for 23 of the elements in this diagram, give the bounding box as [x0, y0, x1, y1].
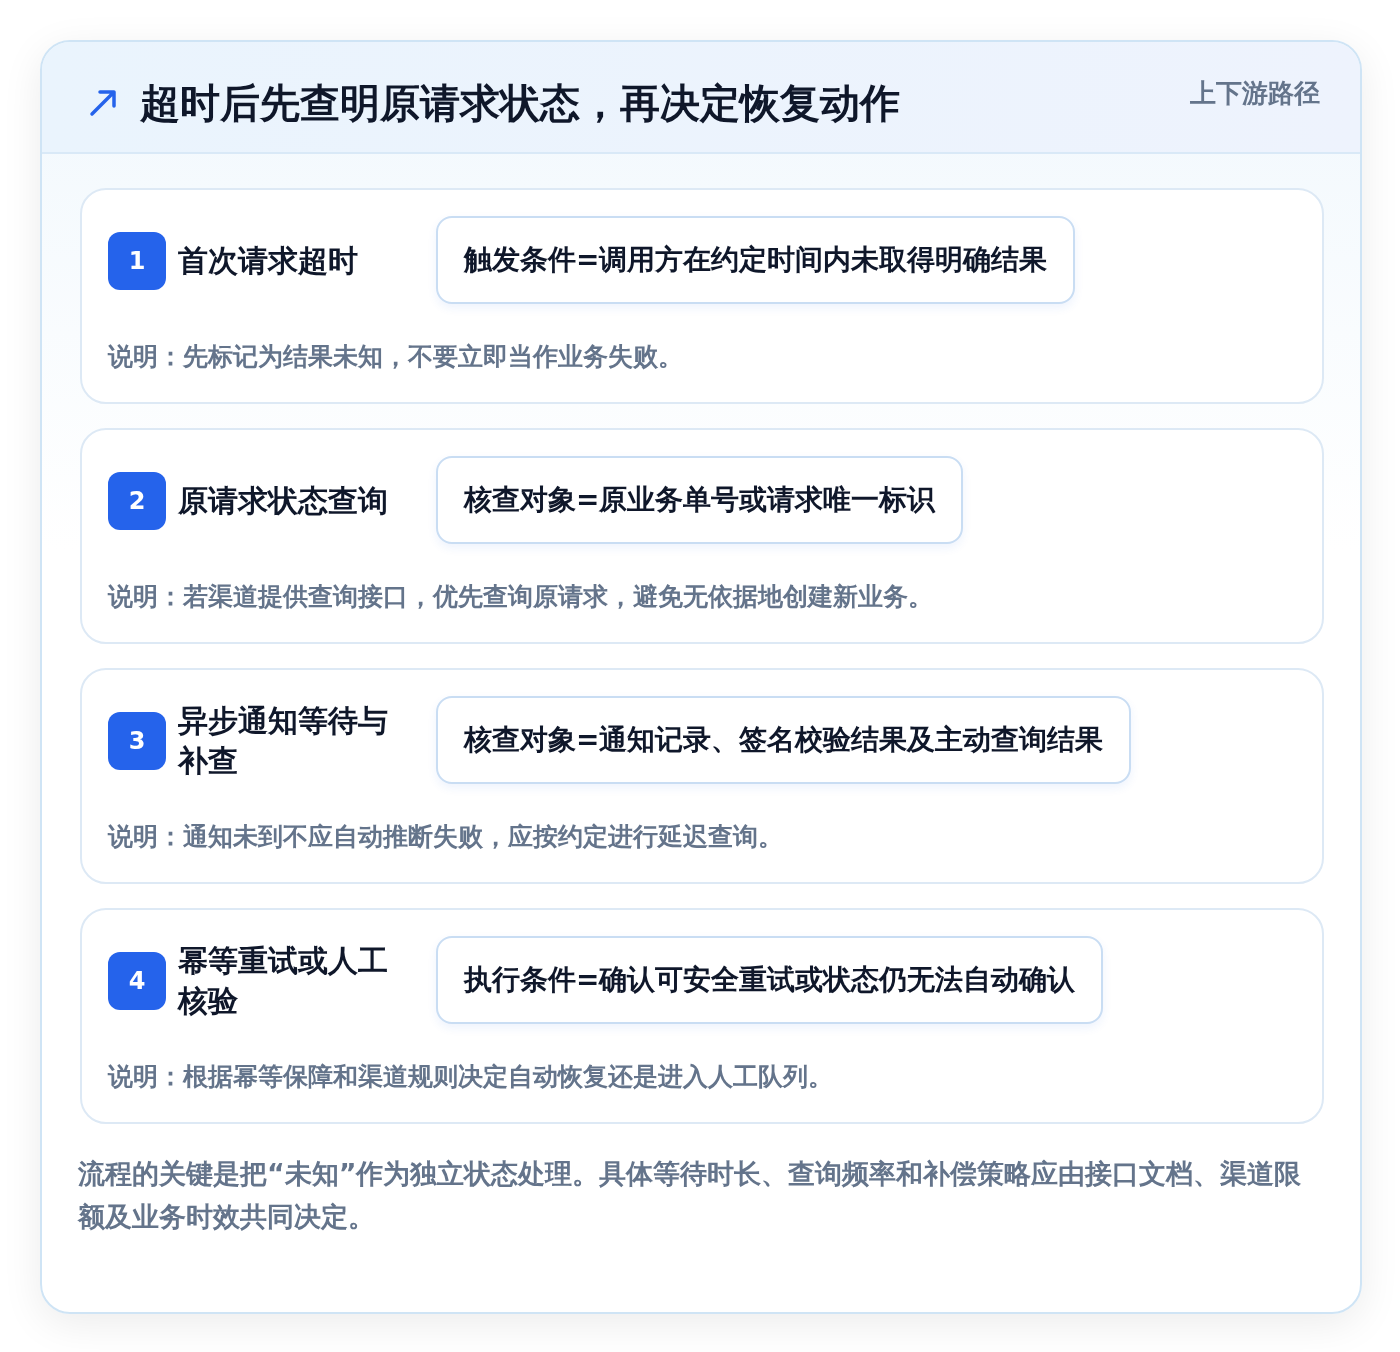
step-number-badge: 2: [108, 472, 166, 530]
step-number-badge: 4: [108, 952, 166, 1010]
step-heading: 原请求状态查询: [178, 482, 388, 520]
step-card: [80, 908, 1324, 1124]
step-note: 说明：先标记为结果未知，不要立即当作业务失败。: [108, 341, 683, 373]
step-note: 说明：根据幂等保障和渠道规则决定自动恢复还是进入人工队列。: [108, 1061, 833, 1093]
step-card: [80, 188, 1324, 404]
footer-note: 流程的关键是把“未知”作为独立状态处理。具体等待时长、查询频率和补偿策略应由接口文档、渠道限额及业务时效共同决定。: [78, 1157, 1303, 1234]
header-tag: 上下游路径: [1190, 76, 1320, 111]
condition-box: 核查对象=通知记录、签名校验结果及主动查询结果: [436, 696, 1132, 784]
condition-box: 触发条件=调用方在约定时间内未取得明确结果: [436, 216, 1076, 304]
condition-box: 核查对象=原业务单号或请求唯一标识: [436, 456, 964, 544]
step-heading: 异步通知等待与补查: [178, 702, 389, 780]
step-heading: 幂等重试或人工核验: [178, 942, 389, 1020]
step-card: [80, 668, 1324, 884]
step-number-badge: 1: [108, 232, 166, 290]
step-note: 说明：若渠道提供查询接口，优先查询原请求，避免无依据地创建新业务。: [108, 581, 933, 613]
step-card: [80, 428, 1324, 644]
step-number-badge: 3: [108, 712, 166, 770]
step-note: 说明：通知未到不应自动推断失败，应按约定进行延迟查询。: [108, 821, 783, 853]
step-heading: 首次请求超时: [178, 242, 358, 280]
page-title: 超时后先查明原请求状态，再决定恢复动作: [140, 79, 900, 128]
condition-box: 执行条件=确认可安全重试或状态仍无法自动确认: [436, 936, 1104, 1024]
